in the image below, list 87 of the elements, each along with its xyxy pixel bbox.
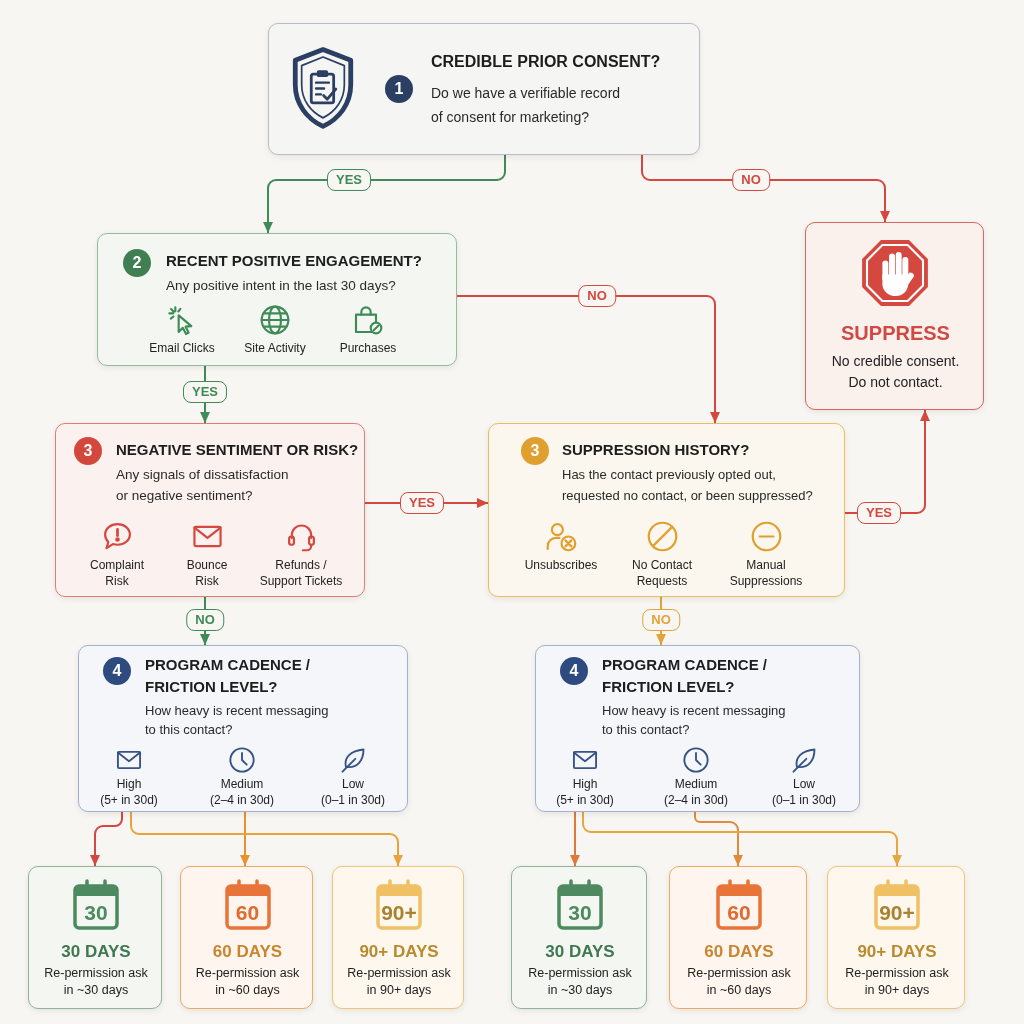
- signal-label: High: [115, 776, 143, 792]
- signal-range: (5+ in 30d): [99, 792, 159, 808]
- outcome-title: 30 DAYS: [544, 941, 616, 963]
- question-title: RECENT POSITIVE ENGAGEMENT?: [166, 251, 423, 271]
- edge-label: NO: [642, 609, 680, 631]
- question-title: SUPPRESSION HISTORY?: [562, 440, 751, 460]
- question-title: CREDIBLE PRIOR CONSENT?: [431, 52, 662, 72]
- calendar-day: 90+: [375, 900, 423, 926]
- signal-label: Site Activity: [243, 340, 307, 356]
- signal-label: Unsubscribes: [523, 557, 599, 573]
- step-number: 4: [560, 657, 588, 685]
- edge-label: YES: [183, 381, 227, 403]
- signal-label: Refunds / Support Tickets: [258, 557, 344, 589]
- question-title: PROGRAM CADENCE / FRICTION LEVEL?: [602, 655, 768, 697]
- decision-box: [535, 645, 860, 812]
- signal-range: (2–4 in 30d): [208, 792, 275, 808]
- question-text: How heavy is recent messaging to this contact?: [602, 702, 787, 739]
- arrow: [130, 811, 403, 867]
- decision-box: [78, 645, 408, 812]
- outcome-box: [332, 866, 464, 1009]
- outcome-text: Re-permission ask in 90+ days: [844, 965, 950, 999]
- calendar-day: 30: [556, 900, 604, 926]
- signal-range: (0–1 in 30d): [319, 792, 386, 808]
- signal-label: High: [571, 776, 599, 792]
- decision-box: [55, 423, 365, 597]
- question-text: Any positive intent in the last 30 days?: [166, 277, 397, 295]
- outcome-text: Re-permission ask in ~60 days: [686, 965, 792, 999]
- question-text: Any signals of dissatisfaction or negative sentiment?: [116, 466, 290, 505]
- arrow: [694, 811, 743, 867]
- decision-box: [488, 423, 845, 597]
- outcome-title: 60 DAYS: [211, 941, 284, 963]
- arrow: [240, 811, 250, 867]
- step-number: 3: [74, 437, 102, 465]
- calendar-day: 60: [223, 900, 272, 926]
- step-number: 1: [385, 75, 413, 103]
- question-text: Do we have a verifiable record of consent for marketing?: [431, 84, 622, 127]
- edge-label: YES: [400, 492, 444, 514]
- signal-range: (2–4 in 30d): [662, 792, 729, 808]
- outcome-title: 90+ DAYS: [856, 941, 938, 963]
- signal-range: (0–1 in 30d): [770, 792, 837, 808]
- outcome-box: [669, 866, 807, 1009]
- arrow: [582, 811, 902, 867]
- edge-label: YES: [327, 169, 371, 191]
- signal-label: Complaint Risk: [89, 557, 145, 589]
- question-text: Has the contact previously opted out, requested no contact, or been suppressed?: [562, 466, 814, 505]
- outcome-text: Re-permission ask in ~30 days: [43, 965, 149, 999]
- outcome-text: Re-permission ask in ~30 days: [527, 965, 633, 999]
- outcome-title: 90+ DAYS: [358, 941, 440, 963]
- edge-label: NO: [186, 609, 224, 631]
- signal-label: Bounce Risk: [185, 557, 229, 589]
- outcome-box: [28, 866, 162, 1009]
- step-number: 4: [103, 657, 131, 685]
- outcome-title: SUPPRESS: [840, 321, 951, 346]
- arrow: [570, 811, 580, 867]
- step-number: 3: [521, 437, 549, 465]
- outcome-text: Re-permission ask in ~60 days: [194, 965, 301, 999]
- signal-label: Email Clicks: [148, 340, 216, 356]
- signal-label: Low: [341, 776, 365, 792]
- calendar-day: 90+: [873, 900, 921, 926]
- question-title: NEGATIVE SENTIMENT OR RISK?: [116, 440, 360, 460]
- signal-label: Manual Suppressions: [728, 557, 804, 589]
- calendar-day: 60: [715, 900, 763, 926]
- signal-label: Medium: [673, 776, 719, 792]
- edge-label: NO: [578, 285, 616, 307]
- outcome-text: No credible consent. Do not contact.: [830, 352, 961, 392]
- step-number: 2: [123, 249, 151, 277]
- outcome-box: [180, 866, 313, 1009]
- edge-label: YES: [857, 502, 901, 524]
- signal-label: Low: [792, 776, 816, 792]
- outcome-title: 60 DAYS: [703, 941, 775, 963]
- calendar-day: 30: [72, 900, 120, 926]
- outcome-title: 30 DAYS: [60, 941, 132, 963]
- arrow: [456, 295, 720, 424]
- outcome-box: [827, 866, 965, 1009]
- signal-range: (5+ in 30d): [555, 792, 615, 808]
- decision-box: [268, 23, 700, 155]
- signal-label: Purchases: [338, 340, 398, 356]
- edge-label: NO: [732, 169, 770, 191]
- decision-box: [97, 233, 457, 366]
- outcome-box: [511, 866, 647, 1009]
- outcome-text: Re-permission ask in 90+ days: [346, 965, 452, 999]
- signal-label: Medium: [219, 776, 265, 792]
- signal-label: No Contact Requests: [631, 557, 693, 589]
- arrow: [90, 811, 123, 867]
- outcome-box: [805, 222, 984, 410]
- question-title: PROGRAM CADENCE / FRICTION LEVEL?: [145, 655, 311, 697]
- question-text: How heavy is recent messaging to this contact?: [145, 702, 330, 739]
